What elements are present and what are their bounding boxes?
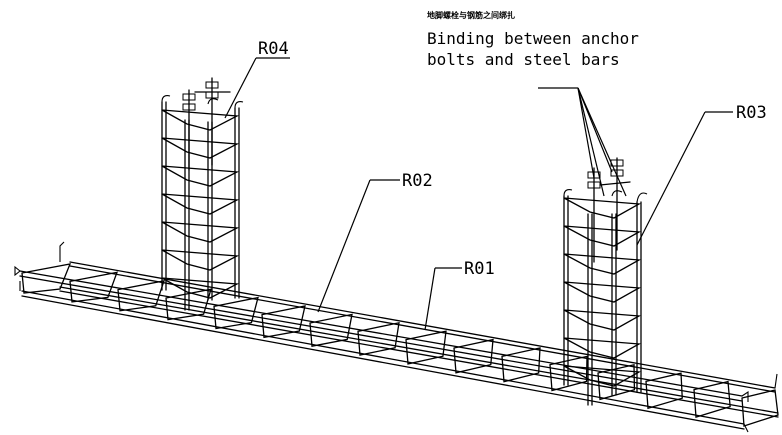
beam-stirrup [261,305,306,339]
label-r04: R04 [258,39,289,59]
beam-stirrup [693,380,731,418]
beam-stirrup [357,321,400,356]
beam-stirrup [645,372,683,410]
beam-stirrup [117,279,165,312]
left-ties-tie [161,109,240,131]
beam-stirrup [405,330,447,365]
right-ties-tie [563,225,642,247]
right-ties-tie [563,281,642,303]
label-r01: R01 [464,259,495,279]
left-column-cage [161,77,244,311]
right-ties-tie [563,337,642,359]
left-ties-tie [161,193,240,215]
beam-stirrup [453,338,494,374]
left-ties-tie [161,137,240,159]
beam-cage [14,241,779,433]
right-ties-tie [563,253,642,275]
note-title-cn: 地脚螺栓与钢筋之间绑扎 [427,10,515,20]
right-column-cage [563,157,648,406]
beam-stirrup [549,355,588,392]
right-ties-tie [563,309,642,331]
beam-stirrup [501,347,541,383]
beam-stirrup [309,313,353,347]
left-ties-tie [161,249,240,271]
note-line-1: Binding between anchor [427,29,639,48]
beam-stirrup [741,389,779,427]
leader-lines [224,57,733,331]
right-ties-tie [563,365,642,387]
label-r02: R02 [402,171,433,191]
label-r03: R03 [736,103,767,123]
beam-stirrup [597,363,636,401]
left-ties-tie [161,221,240,243]
beam-stirrup [21,263,72,294]
left-ties-tie [161,277,240,299]
beam-stirrup [69,271,119,303]
note-line-2: bolts and steel bars [427,50,620,69]
beam-stirrup [165,288,212,321]
left-ties-tie [161,165,240,187]
beam-stirrup [213,296,259,330]
right-ties-tie [563,197,642,219]
